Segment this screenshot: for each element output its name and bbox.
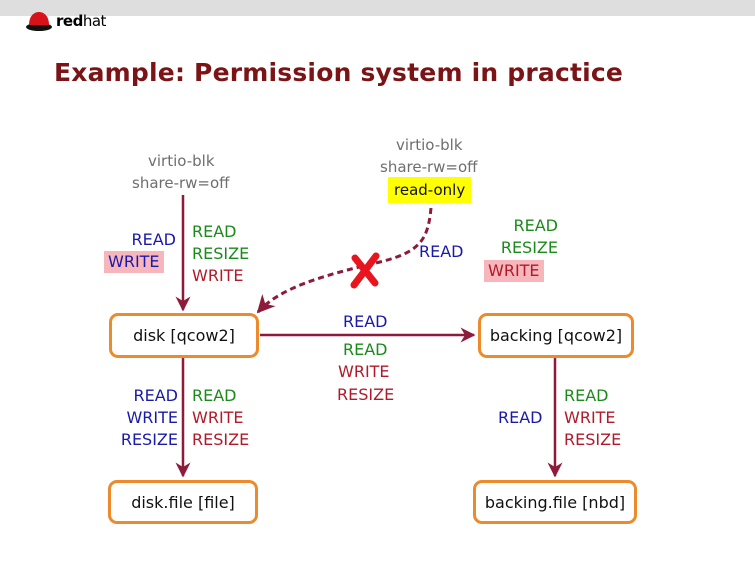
redhat-fedora-icon: [26, 12, 52, 31]
perm-shared-read: READ: [192, 222, 237, 241]
perm-unshared-write: WRITE: [564, 408, 616, 427]
perm-unshared-write: WRITE: [192, 266, 244, 285]
logo-wordmark: redhat: [56, 12, 106, 30]
perm-taken-read: READ: [419, 242, 464, 261]
perm-unshared-resize: RESIZE: [192, 430, 250, 449]
node-backing-file: backing.file [nbd]: [473, 480, 637, 524]
top-bar: [0, 0, 755, 16]
cross-icon: [350, 252, 380, 289]
device-2-option: share-rw=off: [380, 158, 478, 176]
node-backing: backing [qcow2]: [478, 313, 634, 358]
perm-taken-read: READ: [133, 386, 179, 405]
perm-unshared-write: WRITE: [192, 408, 244, 427]
perm-shared-read: READ: [343, 340, 388, 359]
perm-shared-resize: RESIZE: [500, 238, 558, 257]
node-disk-file: disk.file [file]: [108, 480, 258, 524]
perm-unshared-write-conflict: WRITE: [484, 260, 544, 282]
perm-taken-read: READ: [343, 312, 388, 331]
perm-taken-write: WRITE: [126, 408, 178, 427]
perm-taken-resize: RESIZE: [120, 430, 178, 449]
device-2-name: virtio-blk: [396, 136, 463, 154]
perm-shared-read: READ: [192, 386, 237, 405]
perm-unshared-resize: RESIZE: [337, 385, 395, 404]
device-1-name: virtio-blk: [148, 152, 215, 170]
perm-shared-read: READ: [564, 386, 609, 405]
perm-taken-read: READ: [131, 230, 177, 249]
perm-taken-write-conflict: WRITE: [104, 251, 164, 273]
edge-dev2-to-disk: [256, 207, 433, 314]
perm-shared-resize: RESIZE: [192, 244, 250, 263]
perm-unshared-resize: RESIZE: [564, 430, 622, 449]
slide-title: Example: Permission system in practice: [54, 58, 624, 87]
node-disk: disk [qcow2]: [109, 313, 259, 358]
device-1-option: share-rw=off: [132, 174, 230, 192]
perm-shared-read: READ: [513, 216, 559, 235]
perm-unshared-write: WRITE: [338, 362, 390, 381]
read-only-badge: read-only: [388, 177, 472, 203]
perm-taken-read: READ: [498, 408, 543, 427]
redhat-logo: redhat: [25, 9, 106, 33]
